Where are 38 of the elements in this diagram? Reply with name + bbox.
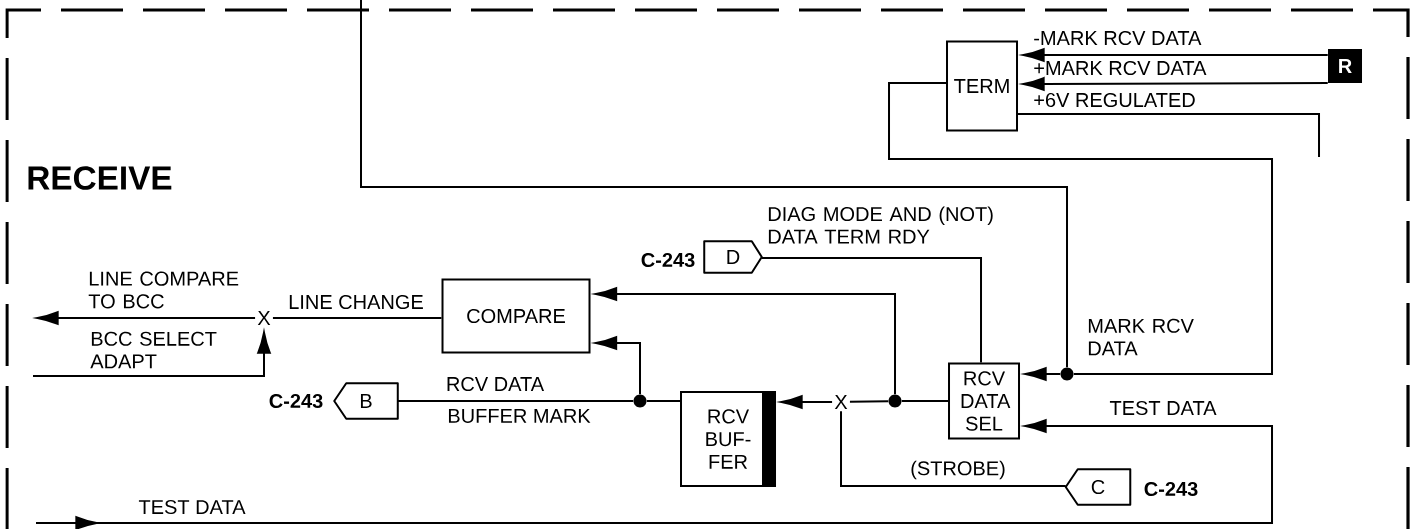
signal-label: +6V REGULATED: [1034, 92, 1195, 108]
signal-label: RCV DATA: [447, 376, 545, 392]
signal-line: [645, 400, 681, 402]
connector-tag: C: [1064, 468, 1132, 506]
arrow: [35, 419, 1273, 529]
page-reference: C-243: [641, 252, 695, 268]
signal-label: BUFFER MARK: [448, 409, 591, 423]
x-mark: X: [257, 311, 271, 325]
signal-line: [840, 410, 1067, 487]
buffer-box: RCV BUF- FER: [680, 391, 776, 487]
process-box: COMPARE: [441, 278, 591, 354]
signal-label: MARK RCV DATA: [1088, 318, 1194, 356]
signal-line: [1017, 113, 1320, 158]
signal-line: [360, 0, 1068, 369]
signal-line: [396, 400, 635, 402]
signal-line: [760, 257, 982, 364]
signal-line: [848, 400, 890, 403]
process-box: TERM: [946, 40, 1018, 132]
signal-label: +MARK RCV DATA: [1034, 60, 1207, 76]
page-reference: C-243: [269, 393, 323, 409]
connector-tag: D: [703, 240, 763, 274]
signal-label: DIAG MODE AND (NOT) DATA TERM RDY: [768, 206, 993, 244]
signal-line: [271, 317, 443, 319]
signal-label: (STROBE): [911, 460, 1005, 480]
signal-label: LINE CHANGE: [289, 294, 423, 310]
process-box: RCV DATA SEL: [948, 362, 1020, 440]
signal-label: BCC SELECT ADAPT: [90, 331, 217, 369]
letter-tag: R: [1328, 49, 1362, 83]
signal-line: [900, 400, 949, 402]
x-mark: X: [834, 395, 848, 409]
signal-label: -MARK RCV DATA: [1034, 30, 1202, 46]
signal-label: TEST DATA: [1109, 400, 1217, 416]
signal-label: LINE COMPARE TO BCC: [88, 271, 239, 309]
signal-line: [888, 82, 1273, 375]
connector-tag: B: [333, 382, 399, 420]
signal-label: TEST DATA: [138, 499, 246, 515]
page-reference: C-243: [1144, 481, 1198, 497]
section-heading: RECEIVE: [28, 166, 172, 190]
